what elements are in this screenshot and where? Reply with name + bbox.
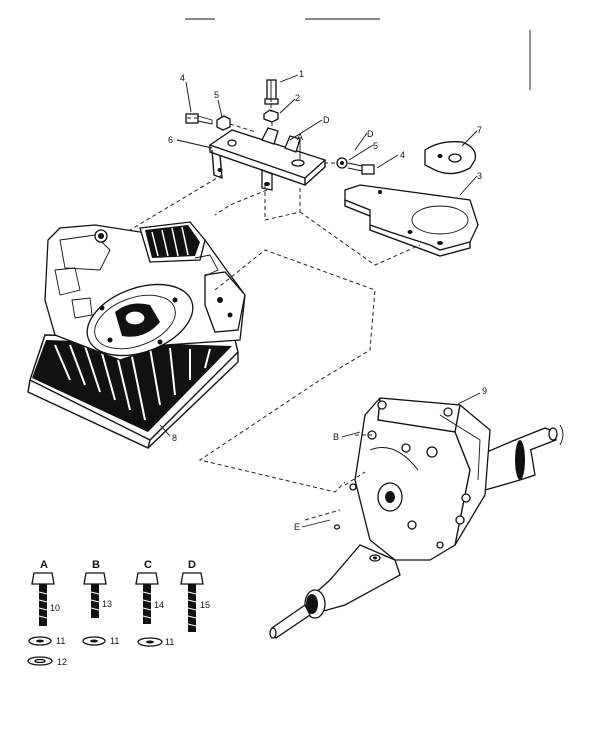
- top-border: [185, 18, 531, 90]
- callout-2: 2: [295, 93, 300, 103]
- washer-12-number: 12: [57, 657, 67, 667]
- screw-part-4-right: [347, 162, 375, 175]
- bolt-a-letter: A: [40, 559, 48, 571]
- bolt-c-letter: C: [144, 559, 152, 571]
- control-plate-part-3: [344, 184, 479, 257]
- callout-9: 9: [482, 386, 487, 396]
- washer-12: 12: [27, 656, 67, 667]
- callout-3: 3: [477, 171, 482, 181]
- bolt-c-number: 14: [154, 600, 164, 610]
- assembly-lines: [129, 104, 421, 521]
- bolt-a-number: 10: [50, 603, 60, 613]
- bolt-d-letter: D: [188, 559, 196, 571]
- callout-d-lower: D: [367, 129, 374, 139]
- nut-part-2: [263, 109, 279, 123]
- callout-4-left: 4: [180, 73, 185, 83]
- bolt-b-washer: 11: [110, 636, 119, 646]
- callout-labels: 1 2 4 5 6 D A D 5 4 7 3 8 9 B E: [168, 69, 487, 532]
- stud-part-1: [264, 79, 279, 105]
- bolt-a-washer: 11: [56, 636, 65, 646]
- callout-6: 6: [168, 135, 173, 145]
- bolt-a: A 10 11: [28, 559, 65, 646]
- screw-part-4-left: [185, 113, 213, 125]
- callout-e: E: [294, 522, 300, 532]
- callout-8: 8: [172, 433, 177, 443]
- washer-part-5-left: [216, 115, 231, 131]
- bolt-d: D 15: [180, 559, 210, 632]
- transaxle: [269, 397, 564, 639]
- cam-part-7: [424, 141, 477, 175]
- bolt-key: A 10 11 12 B 13 11 C: [27, 559, 210, 667]
- bolt-b-number: 13: [102, 599, 112, 609]
- callout-1: 1: [299, 69, 304, 79]
- callout-b: B: [333, 432, 339, 442]
- mounting-bracket: [208, 127, 327, 191]
- bolt-b: B 13 11: [82, 559, 119, 646]
- washer-part-5-right: [336, 157, 348, 169]
- leader-lines: [159, 74, 481, 528]
- callout-5-right: 5: [373, 141, 378, 151]
- bolt-d-number: 15: [200, 600, 210, 610]
- bolt-c: C 14 11: [135, 559, 174, 647]
- callout-7: 7: [477, 125, 482, 135]
- engine: [27, 221, 246, 449]
- callout-a: A: [297, 132, 303, 142]
- callout-4-right: 4: [400, 150, 405, 160]
- callout-d-upper: D: [323, 115, 330, 125]
- callout-5-left: 5: [214, 90, 219, 100]
- bolt-c-washer: 11: [165, 637, 174, 647]
- transaxle-hardware: [333, 483, 357, 530]
- bolt-b-letter: B: [92, 559, 100, 571]
